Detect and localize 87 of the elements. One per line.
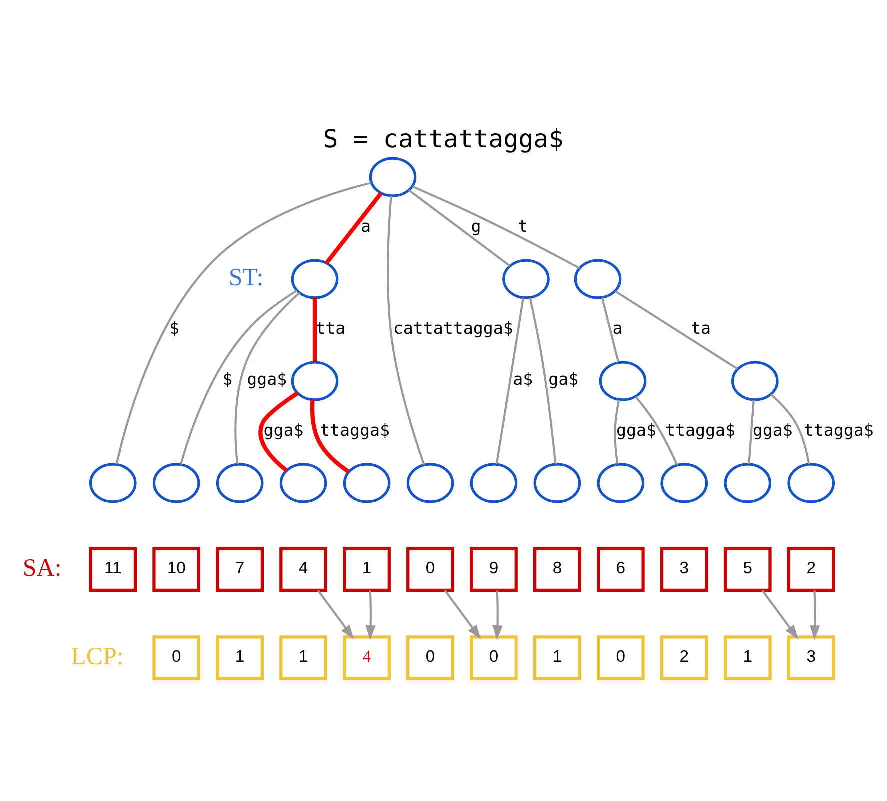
node-circle [406, 462, 454, 503]
connector [258, 391, 299, 472]
node-circle [470, 462, 518, 503]
edge-label: ttagga$ [665, 420, 736, 440]
connector [770, 393, 810, 464]
edge-label: ta [691, 318, 712, 338]
connector [601, 296, 620, 362]
connector [529, 297, 557, 464]
node-box: 1 [724, 635, 772, 680]
arrow [492, 590, 503, 640]
edge-label: cattattagga$ [393, 318, 514, 338]
edge-label: t [518, 216, 528, 236]
node-box: 6 [597, 546, 645, 592]
node-circle [534, 462, 582, 503]
connector [412, 185, 580, 269]
node-box: 1 [534, 635, 582, 680]
connector [748, 400, 755, 464]
node-box: 7 [216, 546, 264, 592]
edge-label: $ [170, 318, 180, 338]
arrow [317, 590, 354, 640]
connector [387, 196, 426, 465]
edge-label: gga$ [616, 420, 657, 440]
node-box: 0 [406, 546, 454, 592]
arrow [444, 590, 482, 640]
edge-label: gga$ [247, 370, 288, 389]
arrow [810, 590, 820, 640]
label: LCP: [71, 642, 124, 670]
connector [634, 396, 678, 465]
node-circle [724, 462, 772, 503]
node-circle [343, 462, 391, 503]
node-box: 0 [597, 635, 645, 680]
node-box: 0 [470, 635, 518, 680]
edge-label: g [471, 216, 482, 236]
edge-label: a [612, 318, 623, 338]
connector [614, 399, 620, 464]
node-circle [280, 462, 328, 503]
arrow [366, 590, 376, 640]
node-circle [599, 360, 647, 401]
node-circle [502, 258, 550, 299]
node-box: 4 [280, 546, 328, 592]
connector [234, 292, 300, 464]
node-circle [369, 156, 417, 197]
node-circle [660, 462, 708, 503]
edge-label: ga$ [548, 370, 579, 389]
edge-label: a$ [513, 370, 534, 389]
connector [116, 181, 372, 464]
edge-label: ttagga$ [320, 420, 390, 440]
connector [496, 297, 524, 464]
node-box: 0 [406, 635, 454, 680]
label: SA: [22, 554, 62, 582]
node-circle [152, 462, 200, 503]
node-circle [788, 462, 836, 503]
connector [310, 400, 350, 474]
arrow [762, 590, 799, 640]
connector [312, 298, 318, 362]
edge-label: ttagga$ [804, 420, 874, 440]
node-box: 1 [216, 635, 264, 680]
node-box: 2 [787, 546, 836, 592]
node-box: 2 [660, 635, 708, 680]
node-circle [731, 360, 779, 401]
connector [180, 289, 298, 464]
edge-label: a [360, 216, 371, 236]
node-circle [597, 462, 645, 503]
edge-label: gga$ [752, 420, 793, 440]
connector [408, 189, 511, 266]
node-box: 10 [152, 546, 201, 592]
edge-label: gga$ [264, 420, 304, 440]
connector [325, 192, 383, 264]
diagram-title: S = cattattagga$ [323, 124, 564, 153]
node-box: 11 [89, 546, 138, 592]
node-circle [574, 258, 622, 299]
edge-label: $ [222, 370, 233, 389]
node-box: 3 [660, 546, 708, 592]
node-box: 0 [152, 635, 201, 680]
node-circle [89, 462, 137, 503]
label: ST: [228, 264, 264, 292]
node-circle [291, 258, 339, 299]
node-box: 1 [280, 635, 328, 680]
node-box: 1 [343, 546, 391, 592]
node-box: 9 [470, 546, 518, 592]
node-circle [291, 360, 339, 401]
node-circle [216, 462, 264, 503]
node-box: 3 [787, 635, 836, 680]
node-box: 5 [724, 546, 772, 592]
node-box: 8 [534, 546, 582, 592]
node-box: 4 [343, 635, 391, 680]
connector [614, 290, 738, 370]
